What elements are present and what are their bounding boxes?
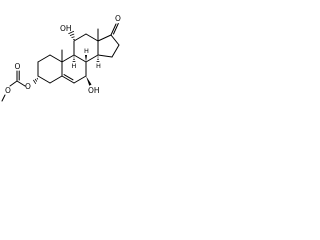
methoxy-oxygen-label: O xyxy=(5,86,11,95)
ring-c xyxy=(73,33,99,63)
stereo-h9-label: H xyxy=(72,62,77,70)
ketone-oxygen-label: O xyxy=(115,14,121,23)
ring-b xyxy=(61,54,87,84)
hydroxyl-c11-label: OH xyxy=(60,24,72,33)
ring-a xyxy=(37,54,63,84)
stereo-h14-label: H xyxy=(96,62,101,70)
hydroxyl-c7: OH xyxy=(86,76,100,95)
stereo-h8-label: H xyxy=(84,47,89,55)
hydroxyl-c11: OH xyxy=(60,24,75,40)
stereo-h14: H xyxy=(96,56,101,70)
carbonyl-oxygen-label: O xyxy=(15,62,21,71)
methyl-carbonate-c3: O O O xyxy=(1,62,39,102)
ester-oxygen-label: O xyxy=(25,82,31,91)
steroid-structure-diagram: O OH OH H H H O xyxy=(1,14,121,102)
stereo-h9: H xyxy=(72,56,77,70)
ketone-c17: O xyxy=(110,14,121,36)
hydroxyl-c7-label: OH xyxy=(88,86,100,95)
stereo-h8: H xyxy=(84,47,89,62)
ring-d xyxy=(97,34,120,58)
